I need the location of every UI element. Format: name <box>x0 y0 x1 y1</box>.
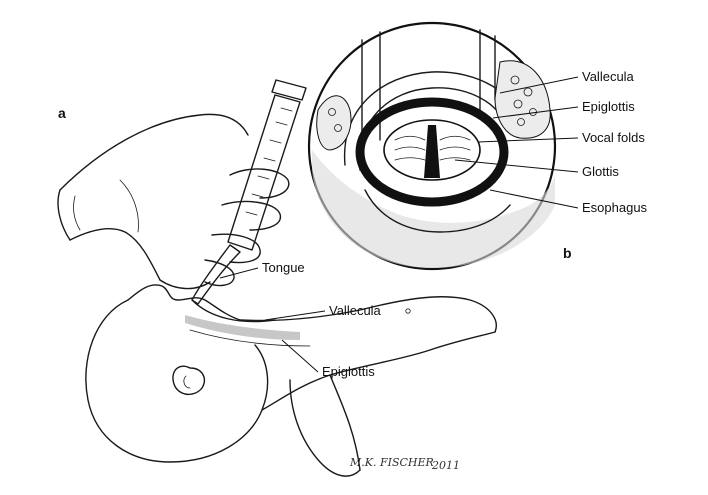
label-epiglottis-b: Epiglottis <box>582 99 635 114</box>
laryngeal-view-circle <box>307 21 557 271</box>
artist-signature: M.K. FISCHER 2011 <box>349 456 460 472</box>
panel-label-b: b <box>563 245 572 261</box>
panel-label-a: a <box>58 105 66 121</box>
label-vallecula-b: Vallecula <box>582 69 635 84</box>
label-glottis: Glottis <box>582 164 619 179</box>
infant-drawing <box>85 284 497 477</box>
leader-lines-a <box>219 267 326 373</box>
label-vocal-folds: Vocal folds <box>582 130 645 145</box>
laryngoscope-drawing <box>191 79 307 323</box>
label-esophagus: Esophagus <box>582 200 648 215</box>
hand-drawing <box>57 113 290 290</box>
label-tongue: Tongue <box>262 260 305 275</box>
label-epiglottis-a: Epiglottis <box>322 364 375 379</box>
signature-year: 2011 <box>431 459 460 472</box>
signature-name: M.K. FISCHER <box>349 456 434 469</box>
leader-lines-b <box>454 76 579 209</box>
label-vallecula-a: Vallecula <box>329 303 382 318</box>
